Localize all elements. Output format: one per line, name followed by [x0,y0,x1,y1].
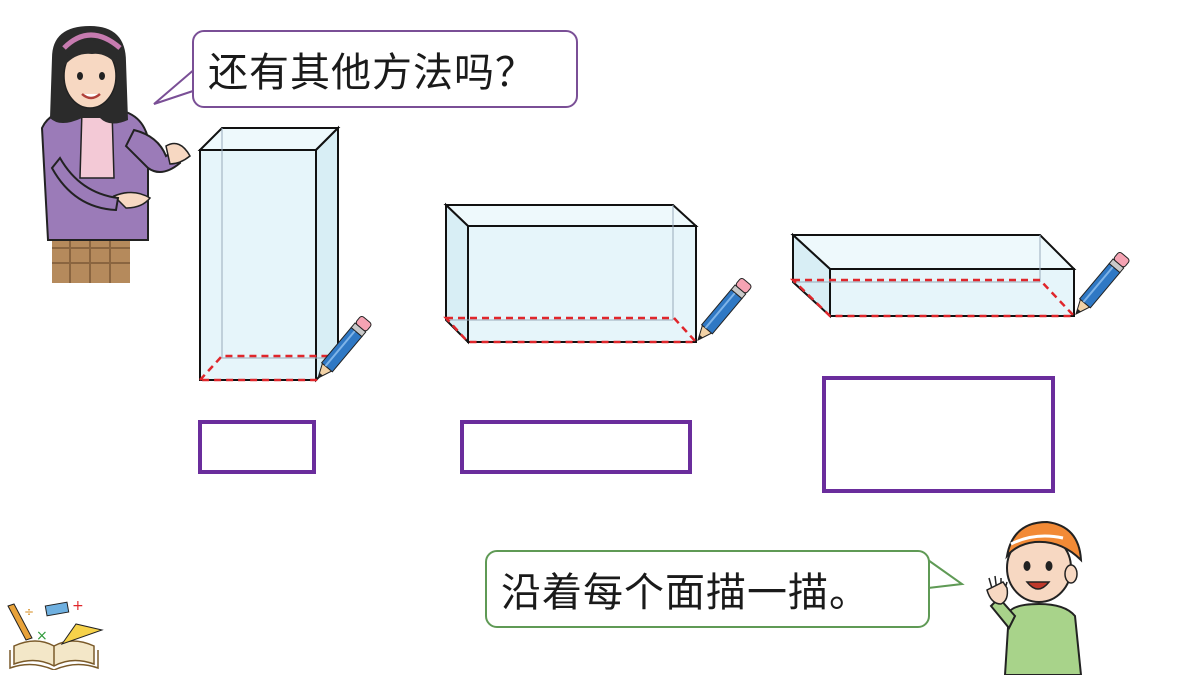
traced-face-rectangle-2 [460,420,692,474]
teacher-illustration [40,26,191,283]
teacher-speech-text: 还有其他方法吗？ [208,50,536,96]
boy-speech-text: 沿着每个面描一描。 [501,570,870,616]
teacher-speech-bubble: 还有其他方法吗？ [192,30,578,108]
dashed-bottom-face-trace [789,278,1077,318]
flat-cuboid [789,232,1077,319]
pencil-icon [1075,252,1130,315]
svg-text:÷: ÷ [24,605,34,619]
pencil-icon [697,278,752,341]
stationery-book-icon: + × ÷ [7,598,104,670]
pencil-icon [317,316,372,379]
svg-text:+: + [72,598,84,614]
traced-face-rectangle-1 [198,420,316,474]
traced-face-rectangle-3 [822,376,1055,493]
tall-cuboid [197,125,341,383]
boy-speech-bubble: 沿着每个面描一描。 [485,550,930,628]
teacher-bubble-tail [153,67,197,105]
boy-bubble-tail [927,559,965,589]
svg-text:×: × [36,628,48,644]
medium-cuboid [443,202,699,345]
boy-illustration [986,520,1083,675]
